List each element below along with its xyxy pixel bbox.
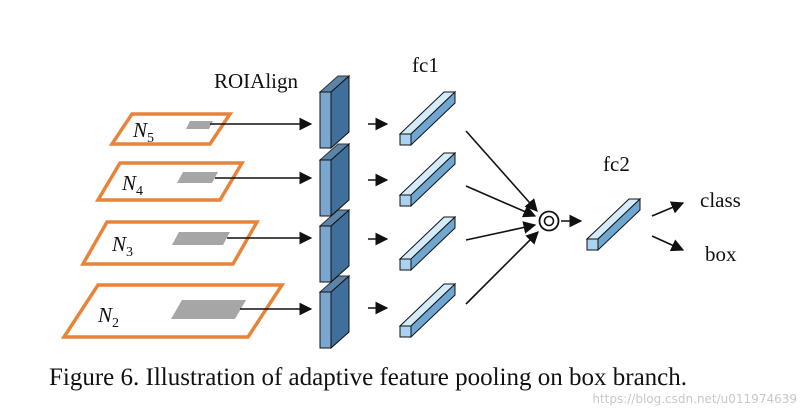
roi-box	[186, 121, 213, 129]
level-n3: N3	[79, 220, 261, 266]
level-frame	[108, 112, 234, 146]
fc2-bar	[585, 197, 642, 252]
level-frame	[94, 161, 246, 202]
fc1-layers	[398, 90, 457, 339]
arrow	[465, 231, 539, 305]
level-n4: N4	[94, 161, 246, 202]
roi-arrows	[210, 117, 313, 316]
fc1-label: fc1	[412, 53, 439, 77]
level-label: N4	[121, 171, 143, 199]
roi-box	[177, 172, 218, 183]
fc1-bar-3	[398, 215, 457, 272]
arrow-class	[651, 201, 685, 217]
level-label: N2	[97, 303, 119, 331]
watermark: https://blog.csdn.net/u011974639	[592, 392, 797, 406]
level-label: N3	[111, 232, 133, 260]
class-output-label: class	[700, 188, 741, 212]
level-n2: N2	[60, 283, 286, 339]
box-output-label: box	[705, 242, 737, 266]
arrow	[465, 221, 537, 241]
roialign-label: ROIAlign	[214, 69, 299, 93]
roi-feature-3	[318, 208, 351, 284]
roi-feature-2	[318, 142, 351, 218]
align-to-fc1-arrows	[368, 117, 389, 315]
fc1-bar-2	[398, 151, 457, 208]
roi-feature-4	[318, 274, 351, 350]
arrow	[465, 185, 537, 218]
arrow-box	[651, 235, 685, 252]
output-arrows	[651, 201, 685, 252]
fusion-operator-icon	[538, 210, 560, 232]
level-label: N5	[132, 118, 154, 146]
roi-box	[172, 232, 230, 245]
level-frame	[60, 283, 286, 339]
fusion-arrows	[465, 130, 539, 305]
fc2-label: fc2	[603, 152, 630, 176]
fc1-bar-4	[398, 282, 457, 339]
level-n5: N5	[108, 112, 234, 146]
figure-caption: Figure 6. Illustration of adaptive featu…	[49, 364, 687, 391]
fc1-bar-1	[398, 90, 457, 147]
roi-feature-1	[318, 74, 351, 150]
level-frame	[79, 220, 261, 266]
roialign-features	[318, 74, 351, 350]
roi-box	[171, 300, 246, 319]
arrow	[465, 130, 538, 212]
